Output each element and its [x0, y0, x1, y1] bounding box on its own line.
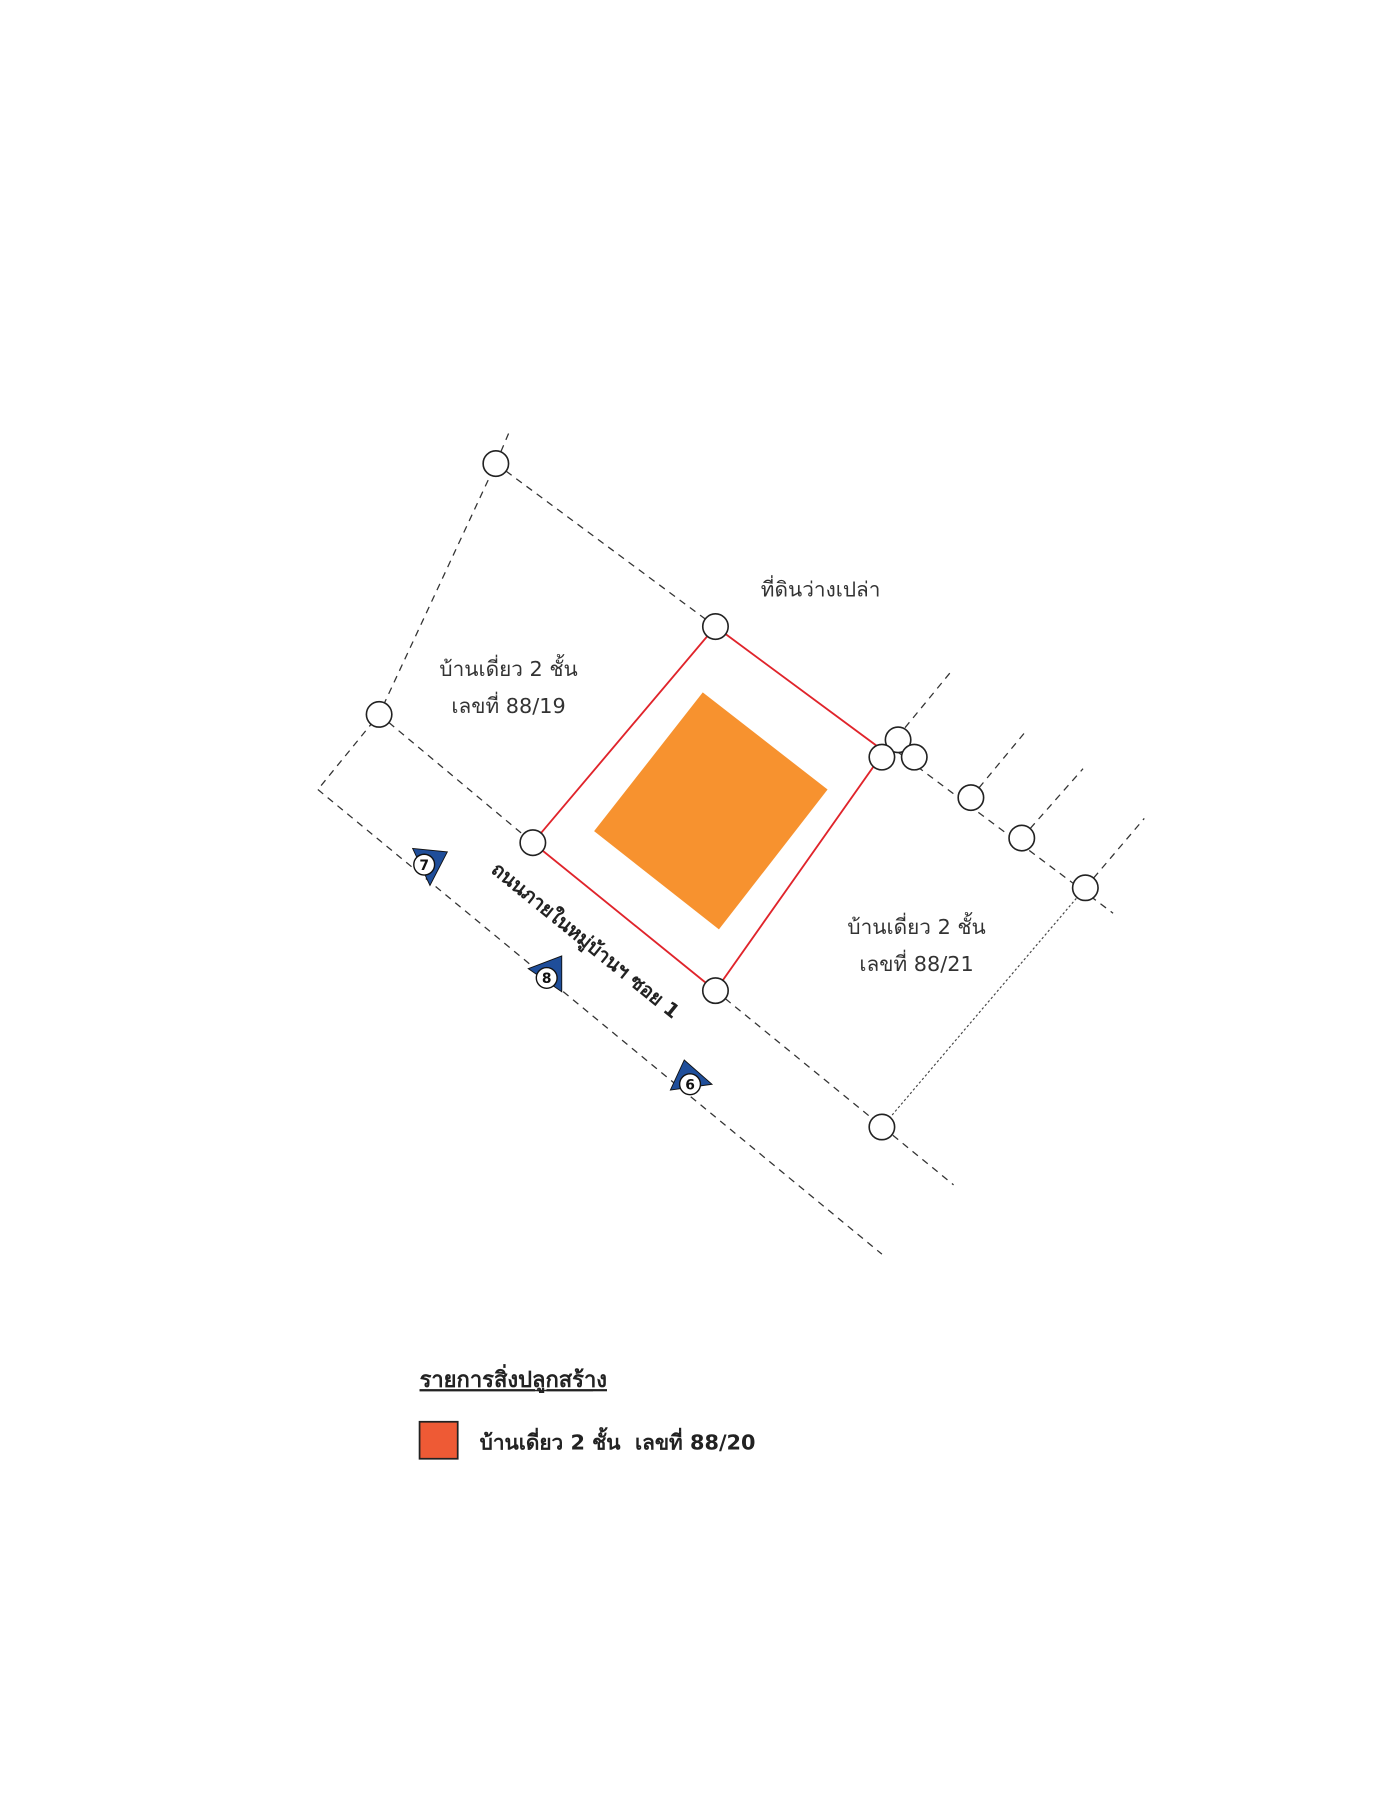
- legend-swatch: [418, 1420, 459, 1460]
- view-marker-8: 8: [527, 955, 563, 993]
- legend-title: รายการสิ่งปลูกสร้าง: [420, 1363, 607, 1394]
- marker-label: 8: [542, 971, 552, 987]
- label-house-88-19-number: เลขที่ 88/19: [451, 692, 565, 718]
- boundary-lines: [317, 433, 1145, 1255]
- label-house-88-21-number: เลขที่ 88/21: [859, 950, 973, 976]
- marker-label: 7: [419, 858, 429, 874]
- label-vacant-land: ที่ดินว่างเปล่า: [761, 576, 881, 602]
- view-marker-6: 6: [669, 1059, 714, 1096]
- view-marker-7: 7: [411, 847, 449, 887]
- boundary-pins: [365, 450, 1099, 1141]
- legend-item-label: บ้านเดี่ยว 2 ชั้น เลขที่ 88/20: [480, 1427, 756, 1455]
- marker-label: 6: [685, 1077, 695, 1093]
- label-house-88-21-type: บ้านเดี่ยว 2 ชั้น: [847, 912, 985, 939]
- label-house-88-19-type: บ้านเดี่ยว 2 ชั้น: [439, 654, 577, 681]
- building-88-20: [594, 692, 828, 930]
